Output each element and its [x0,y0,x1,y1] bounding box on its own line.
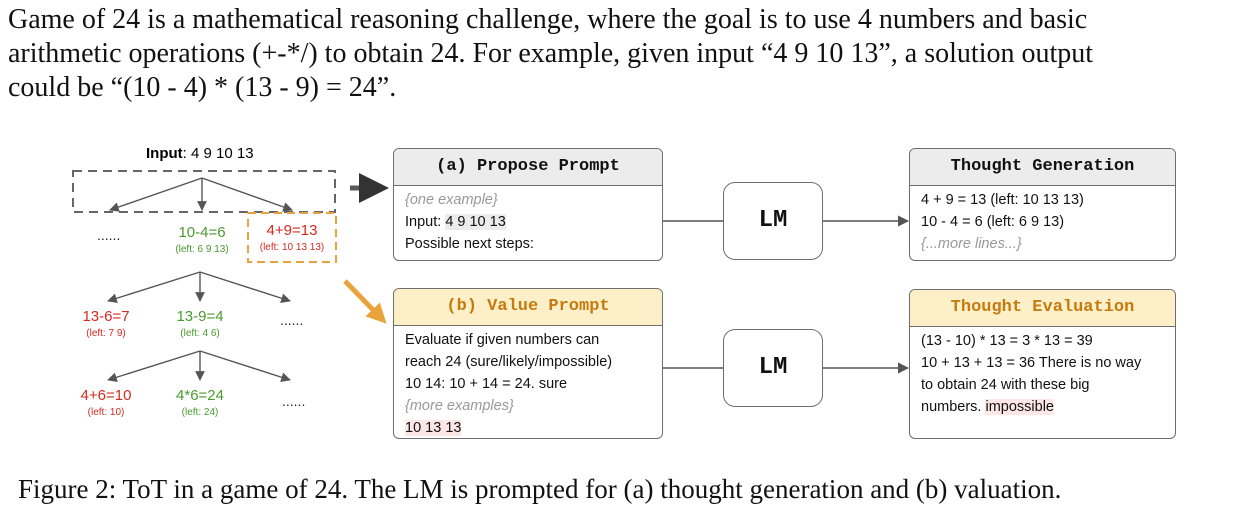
value-prompt-title: (b) Value Prompt [394,289,662,326]
tree-l2-node-2-left: (left: 4 6) [180,328,220,339]
intro-line-2: arithmetic operations (+-*/) to obtain 2… [8,38,1094,69]
propose-input-line: Input: 4 9 10 13 [405,211,651,233]
propose-prompt-box: (a) Propose Prompt {one example} Input: … [393,148,663,261]
intro-paragraph: Game of 24 is a mathematical reasoning c… [8,3,1235,105]
tree-input-value: : 4 9 10 13 [182,145,254,162]
evaluation-line-3: to obtain 24 with these big [921,377,1090,393]
tree-l1-node-2-left: (left: 6 9 13) [175,244,229,255]
tree-l3-node-2: 4*6=24 [176,387,224,404]
thought-generation-box: Thought Generation 4 + 9 = 13 (left: 10 … [909,148,1176,261]
figure-caption: Figure 2: ToT in a game of 24. The LM is… [18,474,1062,504]
tree-l1-node-3-left: (left: 10 13 13) [259,242,325,253]
tree-l3-node-1-left: (left: 10) [87,407,125,418]
thought-generation-title: Thought Generation [910,149,1175,186]
value-line-5: 10 13 13 [405,417,651,438]
propose-prompt-title: (a) Propose Prompt [394,149,662,186]
tree-l2-node-1: 13-6=7 [82,308,130,325]
tree-edge-3-1 [107,350,201,383]
value-line-1: Evaluate if given numbers can [405,332,600,348]
intro-line-3: could be “(10 - 4) * (13 - 9) = 24”. [8,72,397,103]
tree-edge-2-1 [107,271,201,304]
tree-input: Input: 4 9 10 13 [146,145,254,162]
tree-l3-node-1: 4+6=10 [80,387,132,404]
selected-node-dashed-box [247,212,337,263]
lm-box-bottom: LM [723,329,823,407]
generation-line-2: 10 - 4 = 6 (left: 6 9 13) [921,214,1065,230]
propose-next-steps: Possible next steps: [405,236,534,252]
tree-edge-3-3 [199,350,291,382]
tree-edge-2-3 [199,271,291,303]
tree-edge-1-1 [109,177,203,212]
value-line-3: 10 14: 10 + 14 = 24. sure [405,376,568,392]
tot-figure: Input: 4 9 10 13 ...... 10-4=6 (left: 6 … [0,140,1235,450]
tree-l2-node-2: 13-9=4 [176,308,224,325]
tree-l3-node-3: ...... [282,393,306,409]
thought-evaluation-title: Thought Evaluation [910,290,1175,327]
tree-l3-node-2-left: (left: 24) [181,407,219,418]
tree-input-label: Input [146,145,183,162]
intro-line-1: Game of 24 is a mathematical reasoning c… [8,4,1088,35]
value-line-2: reach 24 (sure/likely/impossible) [405,354,613,370]
tree-l1-node-1: ...... [97,227,121,243]
evaluation-line-1: (13 - 10) * 13 = 3 * 13 = 39 [921,333,1093,349]
to-value-arrow-icon [343,279,387,324]
value-query-numbers: 10 13 13 [405,420,462,436]
propose-input-value: 4 9 10 13 [445,214,506,230]
generation-line-1: 4 + 9 = 13 (left: 10 13 13) [921,192,1084,208]
evaluation-line-2: 10 + 13 + 13 = 36 There is no way [921,355,1142,371]
propose-input-label: Input: [405,214,446,230]
value-prompt-box: (b) Value Prompt Evaluate if given numbe… [393,288,663,439]
tree-l1-node-2: 10-4=6 [178,224,226,241]
generation-more-lines: {...more lines...} [921,236,1022,252]
tree-l1-node-3: 4+9=13 [266,222,318,239]
tree-l2-node-3: ...... [280,312,304,328]
propose-one-example: {one example} [405,192,498,208]
tree-l2-node-1-left: (left: 7 9) [86,328,126,339]
evaluation-verdict: impossible [985,399,1054,415]
input-selection-dashed-box [72,170,336,213]
figure-connectors [72,170,910,383]
value-more-examples: {more examples} [405,398,514,414]
lm-box-top: LM [723,182,823,260]
evaluation-line-4: numbers. impossible [921,396,1164,418]
thought-evaluation-box: Thought Evaluation (13 - 10) * 13 = 3 * … [909,289,1176,439]
evaluation-line-4-prefix: numbers. [921,399,986,415]
tree-edge-1-3 [201,177,293,212]
